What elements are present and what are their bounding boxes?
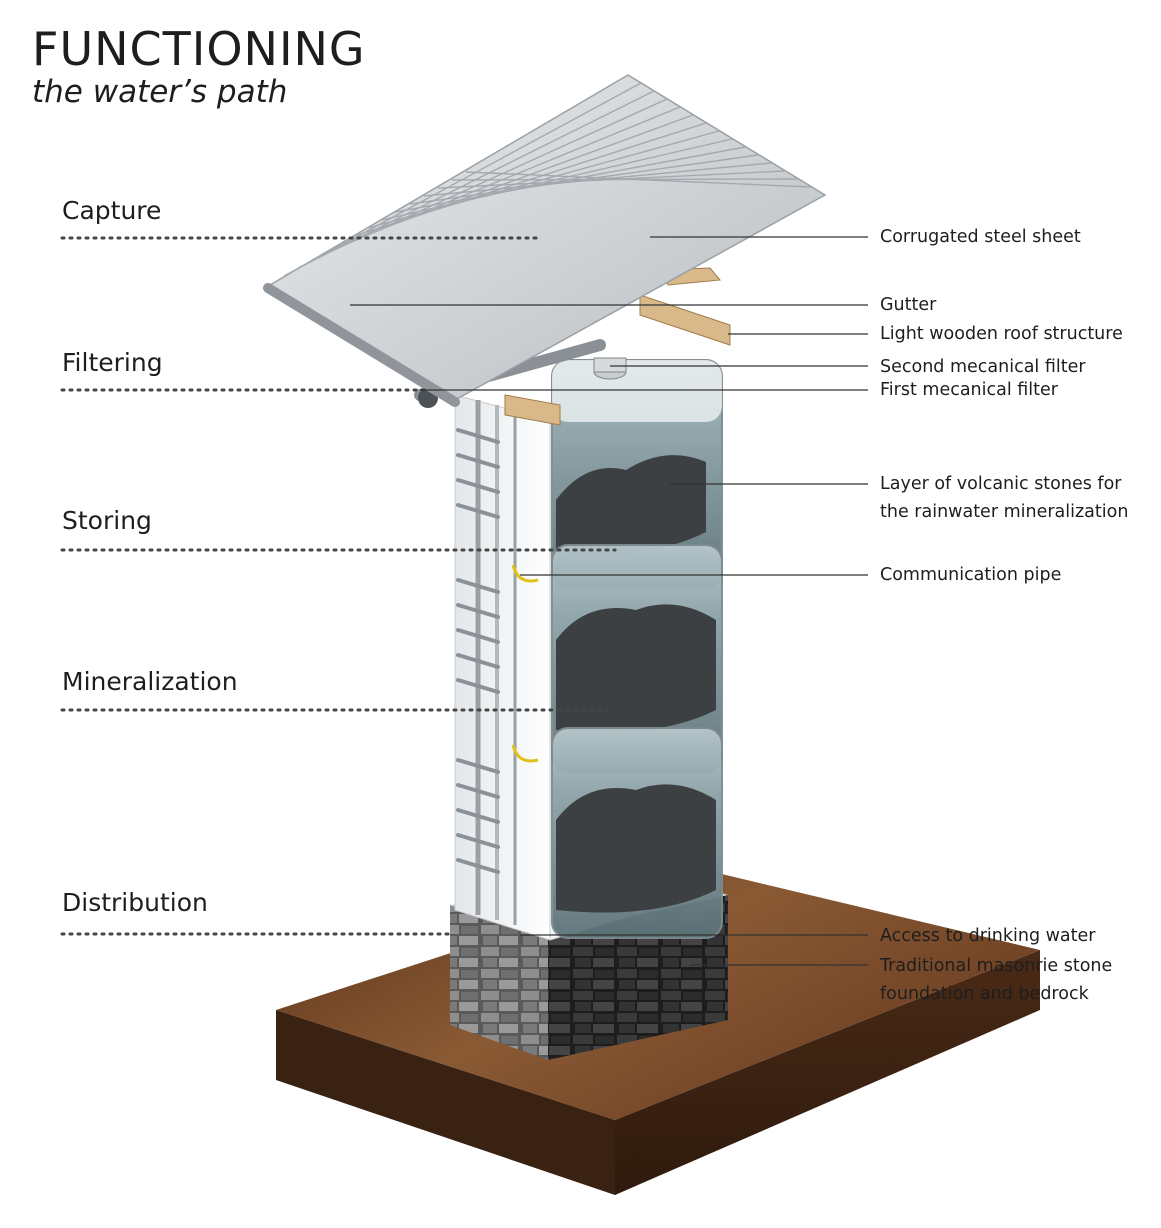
label-drinking-water-access: Access to drinking water (880, 926, 1096, 946)
label-gutter: Gutter (880, 295, 937, 315)
page-subtitle: the water’s path (32, 74, 288, 110)
corrugated-roof (263, 74, 827, 407)
stage-dotted-lines (60, 236, 617, 936)
leader-lines (350, 236, 868, 966)
label-wooden-roof-structure: Light wooden roof structure (880, 324, 1123, 344)
label-second-filter: Second mecanical filter (880, 357, 1086, 377)
label-first-filter: First mecanical filter (880, 380, 1058, 400)
tank-middle (551, 544, 723, 774)
label-masonry-foundation-line2: foundation and bedrock (880, 984, 1089, 1004)
communication-pipes (511, 564, 539, 763)
stage-label-storing: Storing (62, 506, 152, 535)
label-communication-pipe: Communication pipe (880, 565, 1062, 585)
label-volcanic-stones-line2: the rainwater mineralization (880, 502, 1129, 522)
page-title: FUNCTIONING (32, 22, 366, 76)
label-corrugated-steel-sheet: Corrugated steel sheet (880, 227, 1081, 247)
rungs (456, 428, 500, 874)
stage-label-distribution: Distribution (62, 888, 208, 917)
tank-bottom (551, 727, 723, 939)
stage-label-filtering: Filtering (62, 348, 163, 377)
tank-top (551, 359, 723, 589)
label-masonry-foundation-line1: Traditional masonrie stone (880, 956, 1113, 976)
label-volcanic-stones-line1: Layer of volcanic stones for (880, 474, 1122, 494)
stage-label-capture: Capture (62, 196, 162, 225)
stage-label-mineralization: Mineralization (62, 667, 238, 696)
